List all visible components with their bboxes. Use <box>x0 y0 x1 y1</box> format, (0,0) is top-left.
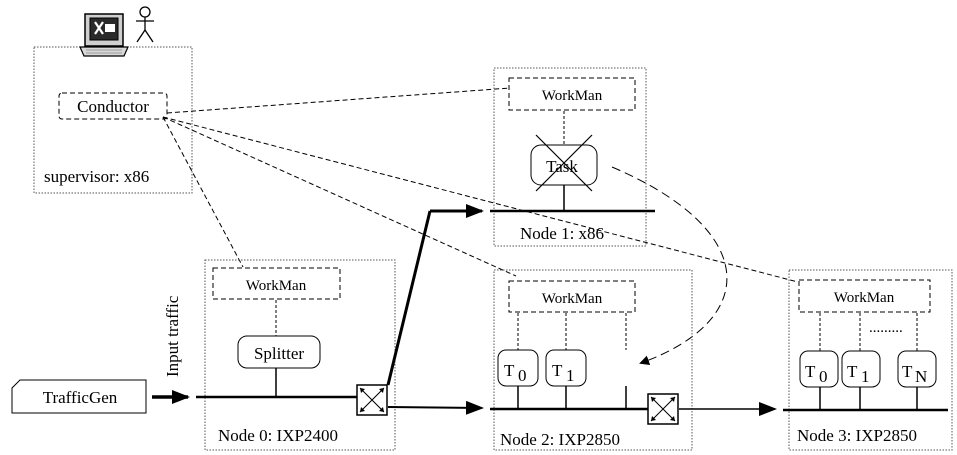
route-to-node2 <box>387 400 484 415</box>
node0-workman: WorkMan <box>212 267 341 300</box>
svg-text:T: T <box>847 362 858 381</box>
computer-icon <box>79 13 129 57</box>
conductor-box: Conductor <box>58 92 168 120</box>
user-stick-figure-icon <box>136 6 154 43</box>
svg-text:1: 1 <box>861 367 870 386</box>
node2-label: Node 2: IXP2850 <box>500 430 620 449</box>
node3-workman-links <box>819 313 918 351</box>
node0-label: Node 0: IXP2400 <box>218 426 338 445</box>
svg-text:T: T <box>805 362 816 381</box>
svg-text:T: T <box>504 361 515 380</box>
svg-text:0: 0 <box>819 367 828 386</box>
svg-text:N: N <box>915 367 927 386</box>
supervisor-label: supervisor: x86 <box>44 167 149 186</box>
node1-box: Node 1: x86 <box>493 67 647 247</box>
svg-text:T: T <box>902 362 913 381</box>
route-to-node1 <box>386 210 432 386</box>
trafficgen-label: TrafficGen <box>43 388 118 407</box>
conductor-label: Conductor <box>77 97 149 116</box>
supervisor-box: supervisor: x86 <box>33 46 193 194</box>
node3-task-t1: T 1 <box>841 350 881 410</box>
node2-workman: WorkMan <box>508 280 636 313</box>
node0-workman-label: WorkMan <box>246 278 307 294</box>
control-links <box>162 87 799 283</box>
switch-icon <box>647 393 679 425</box>
svg-text:T: T <box>552 361 563 380</box>
node1-label: Node 1: x86 <box>520 224 604 243</box>
node3-workman: WorkMan <box>798 279 931 313</box>
node2-task-t0: T 0 <box>497 349 539 409</box>
splitter-label: Splitter <box>254 344 304 363</box>
node3-box: Node 3: IXP2850 <box>788 269 953 451</box>
node3-task-tn: T N <box>897 350 937 410</box>
node2-workman-label: WorkMan <box>542 291 603 307</box>
splitter-box: Splitter <box>237 335 321 397</box>
node1-workman: WorkMan <box>508 77 636 111</box>
input-traffic-label: Input traffic <box>163 295 182 377</box>
node3-workman-label: WorkMan <box>834 290 895 306</box>
node3-label: Node 3: IXP2850 <box>797 426 917 445</box>
trafficgen-box: TrafficGen <box>11 379 147 414</box>
node2-task-t1: T 1 <box>545 349 587 409</box>
cross-out-icon <box>535 134 593 192</box>
node1-workman-label: WorkMan <box>542 88 603 104</box>
svg-text:1: 1 <box>566 366 575 385</box>
node1-task: Task <box>530 144 598 211</box>
node2-box: Node 2: IXP2850 <box>493 269 693 451</box>
switch-icon <box>356 384 388 416</box>
node2-workman-links <box>517 313 627 350</box>
node1-task-label: Task <box>546 157 578 176</box>
migration-arrow <box>611 166 728 365</box>
node3-task-t0: T 0 <box>799 350 839 410</box>
node3-ellipsis: ......... <box>869 320 903 336</box>
svg-text:0: 0 <box>518 366 527 385</box>
